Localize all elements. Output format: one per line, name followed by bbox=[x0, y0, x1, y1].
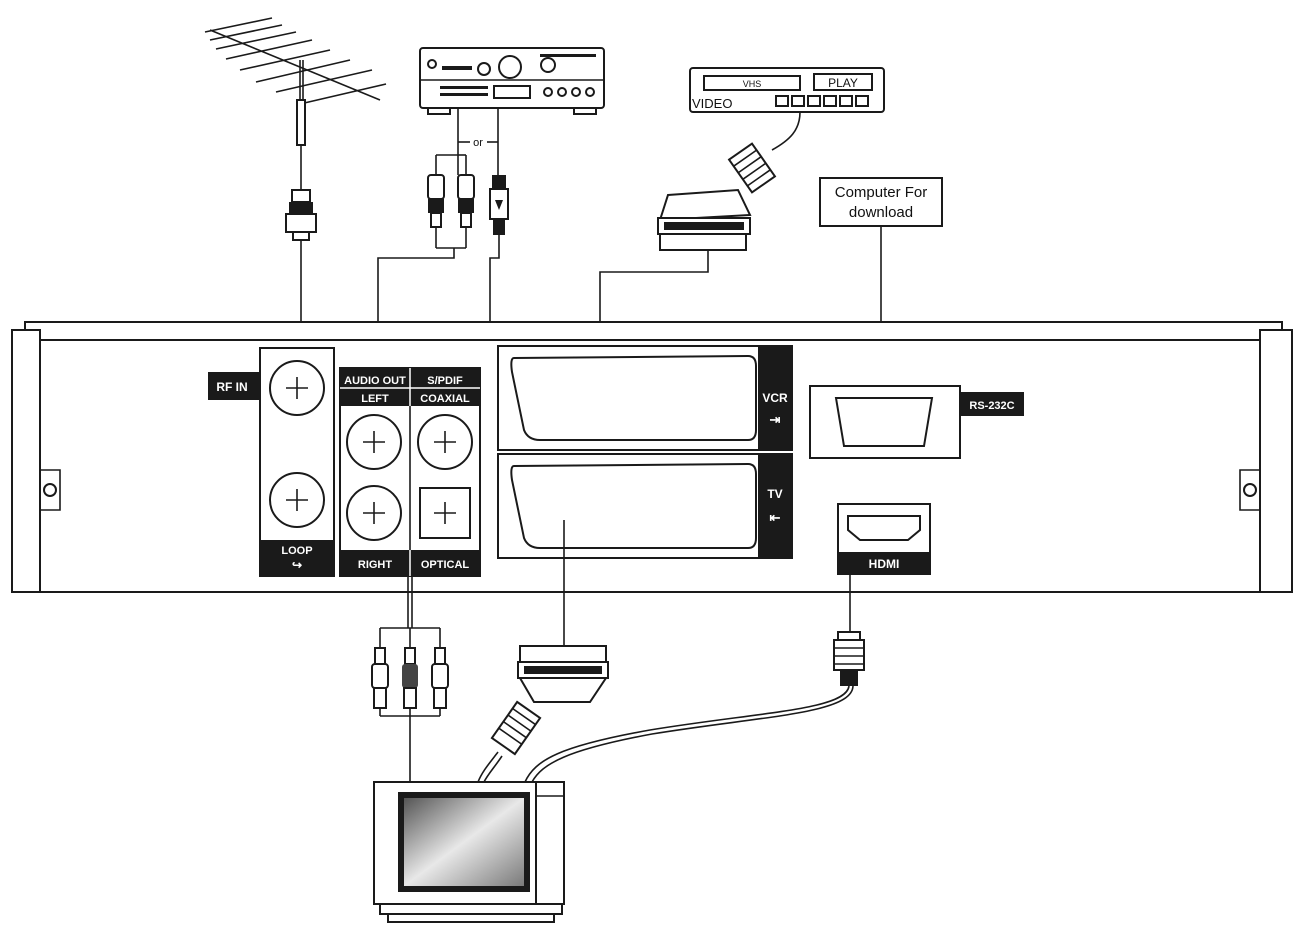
rf-section: RF IN LOOP ↪ bbox=[208, 347, 335, 577]
or-label: or bbox=[473, 137, 483, 149]
optical-port[interactable] bbox=[419, 487, 471, 539]
vcr-device: VHS PLAY VIDEO bbox=[689, 67, 885, 151]
vcr-scart-port[interactable] bbox=[510, 354, 757, 441]
vcr-input-icon: ⇥ bbox=[770, 412, 781, 427]
scart-section: VCR ⇥ TV ⇤ bbox=[497, 345, 793, 559]
optical-label: OPTICAL bbox=[421, 559, 470, 571]
rs232c-label: RS-232C bbox=[969, 400, 1014, 412]
screw-right-icon bbox=[1243, 483, 1257, 497]
audio-left-port[interactable] bbox=[346, 414, 402, 470]
spdif-label: S/PDIF bbox=[427, 375, 463, 387]
rf-in-label: RF IN bbox=[216, 380, 247, 394]
rs232c-section: RS-232C bbox=[809, 385, 1024, 459]
audio-right-port[interactable] bbox=[346, 485, 402, 541]
television bbox=[373, 781, 565, 923]
vcr-brand-label: VIDEO bbox=[692, 96, 732, 111]
coaxial-port[interactable] bbox=[417, 414, 473, 470]
vcr-display: PLAY bbox=[828, 76, 858, 90]
audio-out-label: AUDIO OUT bbox=[344, 375, 406, 387]
computer-box: Computer For download bbox=[819, 177, 943, 410]
rca-plugs-lower bbox=[371, 576, 449, 782]
vcr-tape-label: VHS bbox=[743, 79, 762, 89]
computer-label-line2: download bbox=[849, 204, 913, 221]
rca-plugs-upper bbox=[377, 174, 509, 481]
antenna bbox=[204, 17, 387, 348]
screw-left-icon bbox=[43, 483, 57, 497]
tv-scart-port[interactable] bbox=[510, 462, 757, 549]
hdmi-plug-lower bbox=[524, 574, 865, 783]
right-label: RIGHT bbox=[358, 559, 393, 571]
rf-in-badge bbox=[208, 372, 260, 400]
hdmi-label: HDMI bbox=[869, 557, 900, 571]
scart-plug-lower bbox=[477, 520, 609, 783]
loop-port[interactable] bbox=[269, 472, 325, 528]
tv-screen bbox=[404, 798, 524, 886]
loop-label: LOOP bbox=[281, 545, 312, 557]
loop-icon: ↪ bbox=[292, 558, 302, 572]
hdmi-section: HDMI bbox=[837, 503, 931, 575]
hdmi-port[interactable] bbox=[847, 515, 921, 541]
scart-plug-upper bbox=[599, 142, 777, 380]
rs232c-port[interactable] bbox=[834, 397, 934, 447]
tv-label: TV bbox=[767, 487, 782, 501]
audio-section: AUDIO OUT S/PDIF LEFT COAXIAL RIGHT OPTI… bbox=[339, 367, 481, 577]
coaxial-label: COAXIAL bbox=[420, 393, 470, 405]
rf-in-port[interactable] bbox=[269, 360, 325, 416]
amplifier-device: or bbox=[419, 47, 605, 175]
vcr-label: VCR bbox=[762, 391, 788, 405]
computer-label-line1: Computer For bbox=[835, 184, 928, 201]
left-label: LEFT bbox=[361, 393, 389, 405]
tv-output-icon: ⇤ bbox=[770, 510, 781, 525]
